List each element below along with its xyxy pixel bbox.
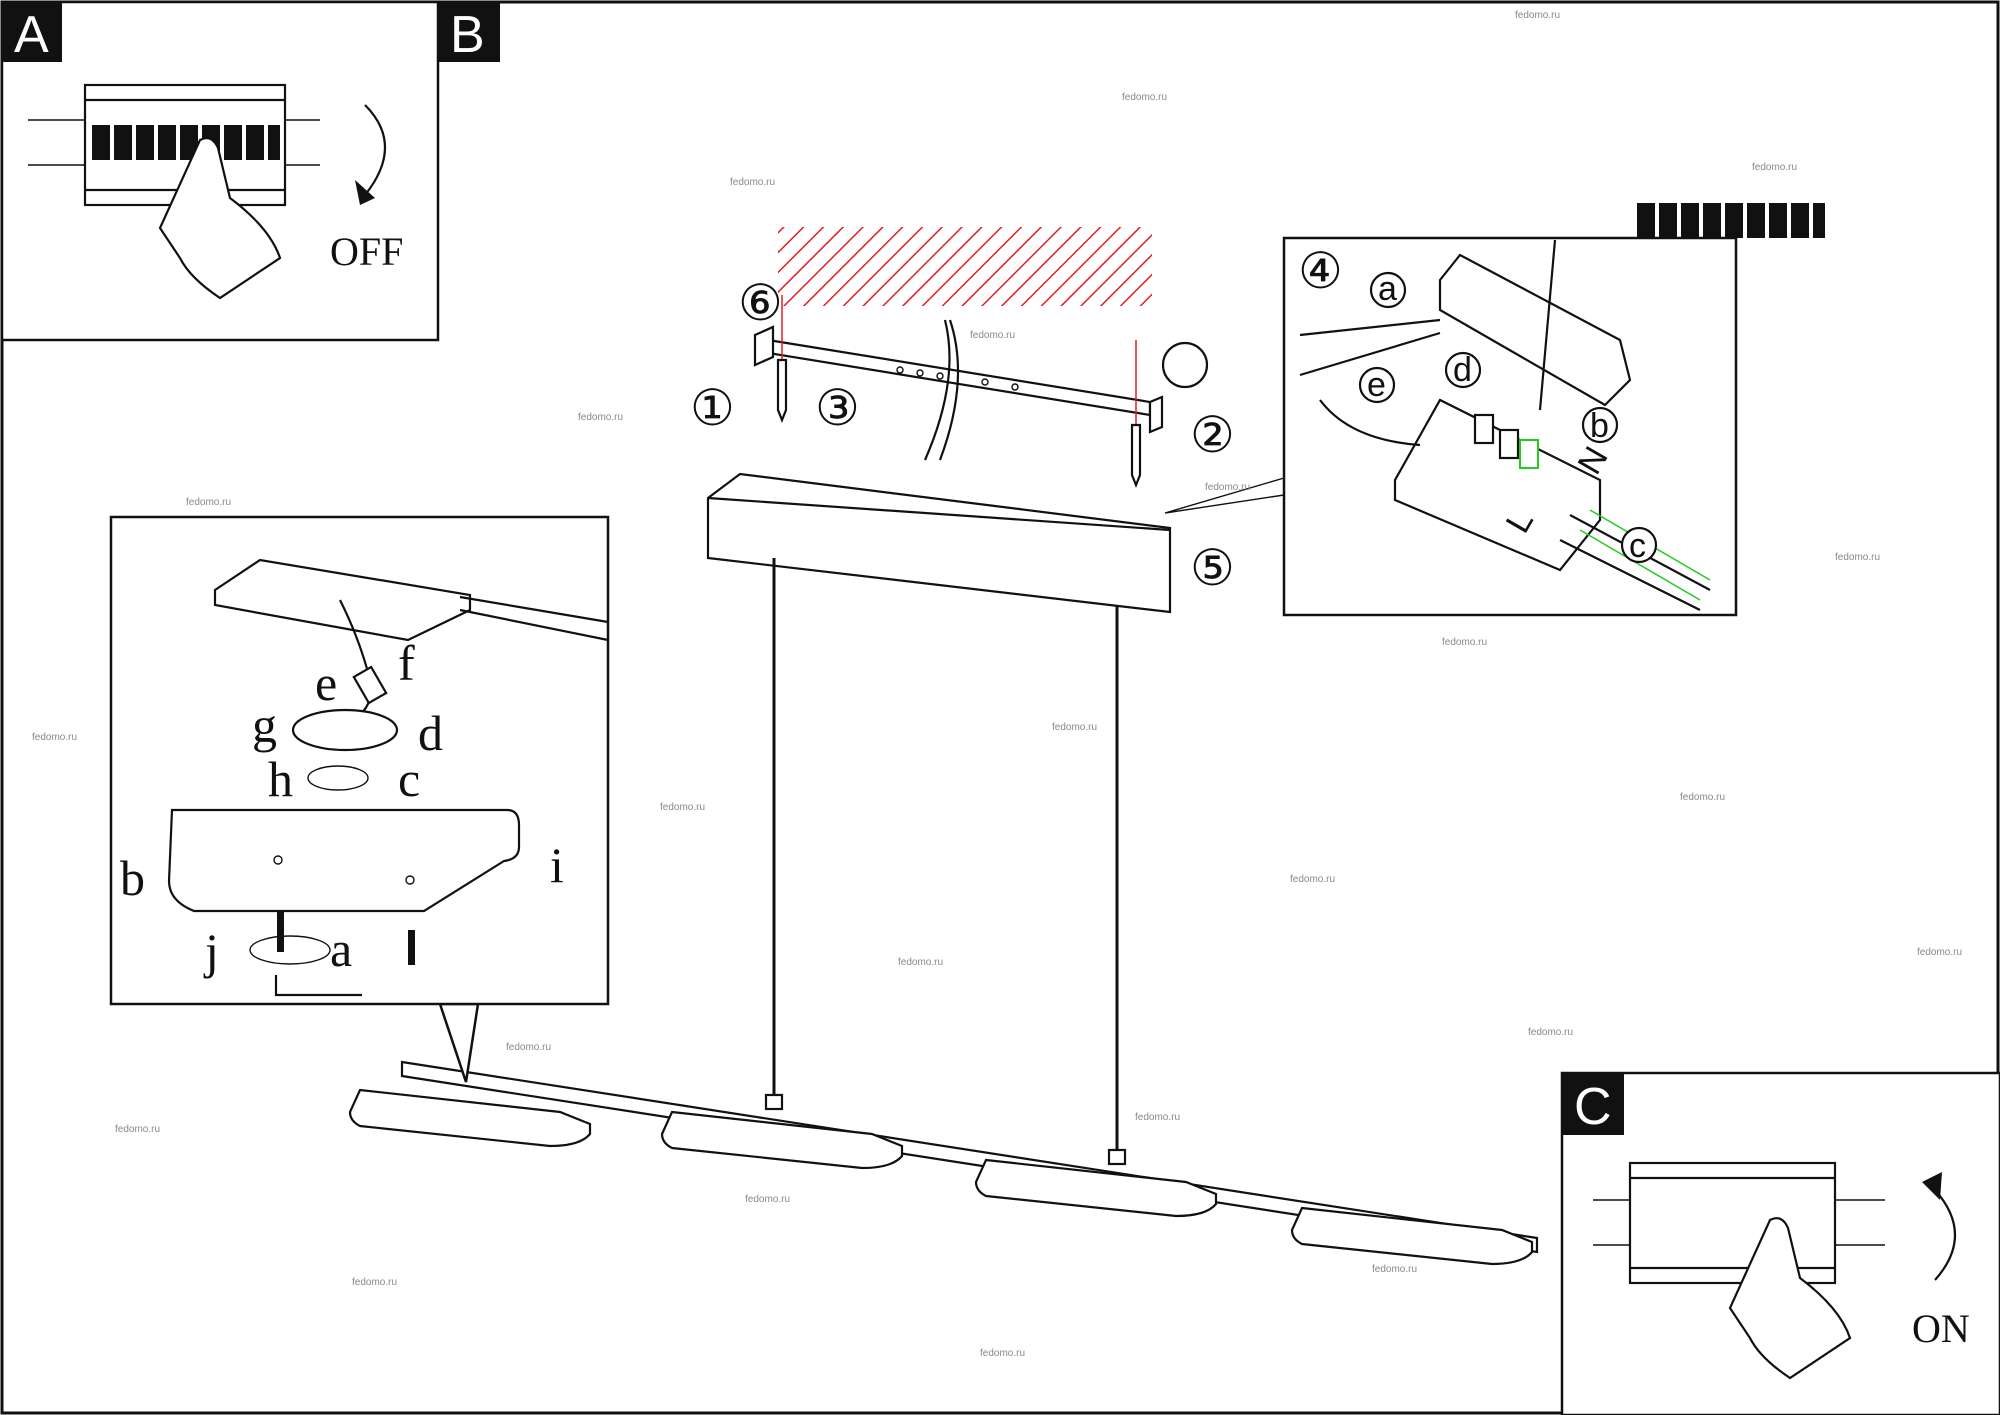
step-1-label: ① — [690, 380, 735, 436]
watermark: fedomo.ru — [352, 1277, 397, 1288]
watermark: fedomo.ru — [970, 330, 1015, 341]
terminal-label-d: d — [1453, 351, 1472, 389]
panel-c-label-box — [1562, 1073, 1624, 1135]
canopy — [706, 472, 1285, 614]
terminal-step-4-label: ④ — [1298, 243, 1343, 299]
terminal-label-a: a — [1378, 270, 1397, 308]
step-3-label: ③ — [815, 380, 860, 436]
watermark: fedomo.ru — [186, 497, 231, 508]
terminal-label-e: e — [1367, 366, 1386, 404]
watermark: fedomo.ru — [1372, 1264, 1417, 1275]
terminal-label-b: b — [1590, 407, 1609, 445]
terminal-label-c: c — [1629, 527, 1646, 565]
wall-plug-icon — [1161, 341, 1209, 389]
watermark: fedomo.ru — [1752, 162, 1797, 173]
detail-panel-lamp-head — [109, 515, 610, 1083]
watermark: fedomo.ru — [730, 177, 775, 188]
watermark: fedomo.ru — [506, 1042, 551, 1053]
detail-label-j: j — [203, 923, 219, 979]
rotate-arrow-icon — [1934, 1189, 1956, 1281]
watermark: fedomo.ru — [1680, 792, 1725, 803]
detail-label-c: c — [398, 751, 420, 807]
watermark: fedomo.ru — [578, 412, 623, 423]
ceiling-hatch — [778, 227, 1152, 306]
watermark: fedomo.ru — [1135, 1112, 1180, 1123]
watermark: fedomo.ru — [660, 802, 705, 813]
hand-icon — [1728, 1217, 1852, 1380]
detail-label-a: a — [330, 921, 352, 977]
panel-c-switch-on: C ON — [1560, 203, 2000, 1415]
screw-icon — [1130, 423, 1142, 488]
panel-a-switch-off: A OFF — [0, 0, 440, 342]
switch-off-label: OFF — [330, 229, 403, 274]
watermark: fedomo.ru — [1122, 92, 1167, 103]
step-5-label: ⑤ — [1190, 540, 1235, 596]
watermark: fedomo.ru — [898, 957, 943, 968]
watermark: fedomo.ru — [1835, 552, 1880, 563]
watermark: fedomo.ru — [1515, 10, 1560, 21]
detail-label-i: i — [550, 837, 564, 893]
detail-panel-terminal-block — [1282, 236, 1738, 617]
panel-a-label-box — [2, 2, 62, 62]
watermark: fedomo.ru — [1052, 722, 1097, 733]
mounting-bracket — [753, 295, 1209, 488]
circuit-breaker-icon — [1593, 203, 1885, 1285]
detail-label-d: d — [418, 705, 443, 761]
panel-c-label: C — [1574, 1078, 1612, 1136]
watermarks: fedomo.ru fedomo.ru fedomo.ru fedomo.ru … — [32, 10, 1962, 1359]
rotate-arrow-icon — [364, 104, 386, 196]
step-6-label: ⑥ — [738, 275, 783, 331]
panel-a-label: A — [14, 6, 49, 64]
step-2-label: ② — [1190, 407, 1235, 463]
watermark: fedomo.ru — [1528, 1027, 1573, 1038]
lamp-bar — [348, 1060, 1539, 1266]
watermark: fedomo.ru — [1917, 947, 1962, 958]
panel-b-label: B — [450, 6, 485, 64]
detail-label-e: e — [315, 655, 337, 711]
panel-b-label-box — [438, 2, 500, 62]
watermark: fedomo.ru — [32, 732, 77, 743]
watermark: fedomo.ru — [115, 1124, 160, 1135]
detail-label-g: g — [252, 697, 277, 753]
watermark: fedomo.ru — [980, 1348, 1025, 1359]
watermark: fedomo.ru — [745, 1194, 790, 1205]
hand-icon — [158, 137, 282, 300]
detail-label-h: h — [268, 751, 293, 807]
watermark: fedomo.ru — [1290, 874, 1335, 885]
watermark: fedomo.ru — [1442, 637, 1487, 648]
watermark: fedomo.ru — [1205, 482, 1250, 493]
detail-label-f: f — [398, 635, 415, 691]
detail-label-b: b — [120, 850, 145, 906]
screw-icon — [776, 358, 788, 423]
switch-on-label: ON — [1912, 1306, 1970, 1351]
